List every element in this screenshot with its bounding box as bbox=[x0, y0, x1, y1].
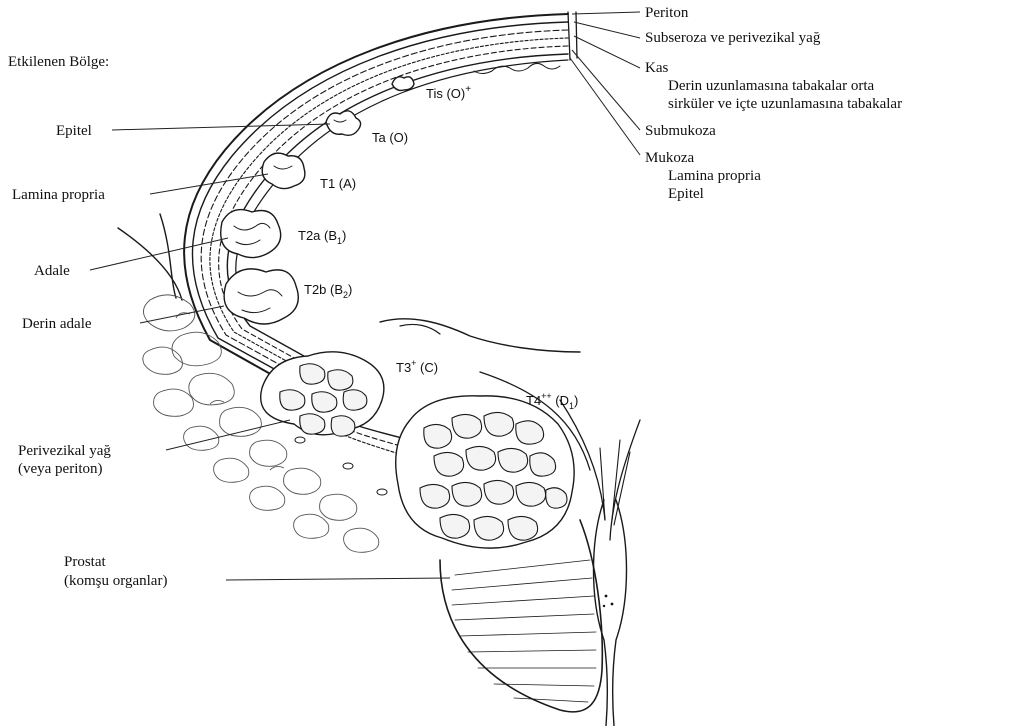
stage-t1: T1 (A) bbox=[320, 176, 356, 191]
tumor-t2b bbox=[224, 269, 298, 324]
label-perivezikal-yag: Perivezikal yağ bbox=[18, 443, 111, 459]
right-label-group: Periton Subseroza ve perivezikal yağ Kas… bbox=[570, 5, 902, 202]
label-komsu-organlar: (komşu organlar) bbox=[64, 573, 167, 589]
stage-t3: T3+ (C) bbox=[396, 358, 438, 375]
label-mukoza: Mukoza bbox=[645, 150, 694, 166]
tumor-t1 bbox=[262, 153, 305, 188]
label-subseroza: Subseroza ve perivezikal yağ bbox=[645, 30, 821, 46]
label-mukoza-epitel: Epitel bbox=[668, 186, 704, 202]
stage-ta: Ta (O) bbox=[372, 130, 408, 145]
label-epitel: Epitel bbox=[56, 123, 92, 139]
tumor-tis bbox=[392, 77, 414, 91]
label-lamina-propria: Lamina propria bbox=[12, 187, 105, 203]
stage-tis: Tis (O)+ bbox=[426, 84, 471, 101]
prostate bbox=[440, 520, 602, 712]
stage-t2a: T2a (B1) bbox=[298, 228, 346, 246]
tumor-t3 bbox=[261, 352, 384, 436]
label-kas-detail-1: Derin uzunlamasına tabakalar orta bbox=[668, 78, 874, 94]
label-mukoza-lamina-propria: Lamina propria bbox=[668, 168, 761, 184]
label-kas: Kas bbox=[645, 60, 668, 76]
label-submukoza: Submukoza bbox=[645, 123, 716, 139]
label-perivezikal-periton: (veya periton) bbox=[18, 461, 103, 477]
label-adale: Adale bbox=[34, 263, 70, 279]
tumor-t4 bbox=[396, 396, 574, 548]
diagram-title: Etkilenen Bölge: bbox=[8, 54, 109, 70]
label-periton: Periton bbox=[645, 5, 689, 21]
label-prostat: Prostat bbox=[64, 554, 107, 570]
label-kas-detail-2: sirküler ve içte uzunlamasına tabakalar bbox=[668, 96, 902, 112]
tumor-t2a bbox=[221, 210, 281, 258]
label-derin-adale: Derin adale bbox=[22, 316, 92, 332]
stage-t2b: T2b (B2) bbox=[304, 282, 352, 300]
